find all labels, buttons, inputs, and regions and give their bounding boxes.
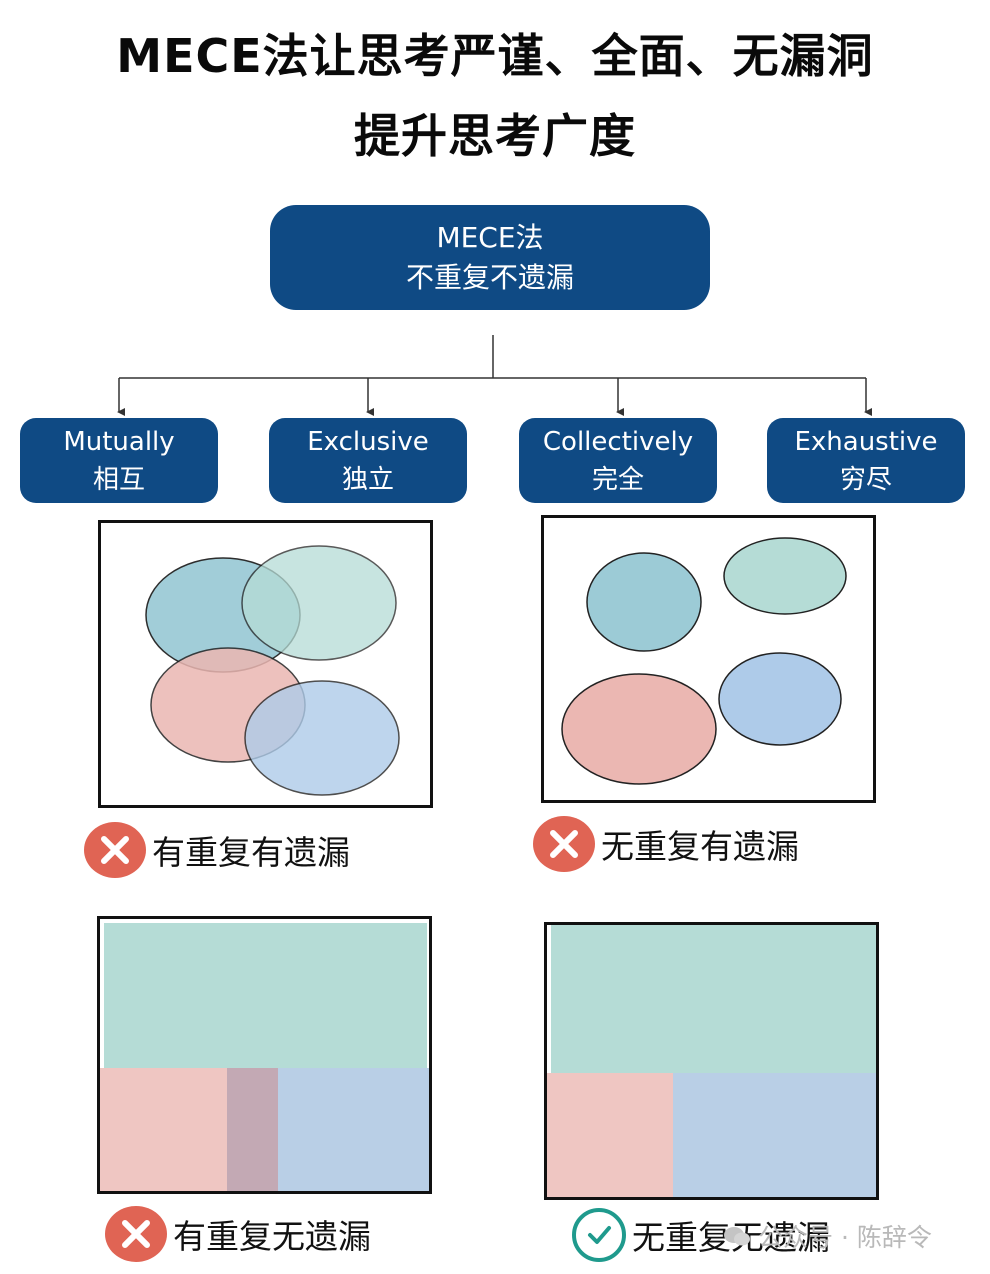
category-zh: 相互 (92, 464, 145, 495)
rect-mint (551, 925, 876, 1073)
category-zh: 穷尽 (839, 464, 892, 495)
page-subtitle: 提升思考广度 (354, 109, 636, 163)
mece-root-box: MECE法 不重复不遗漏 (270, 205, 710, 310)
ellipse-mint (723, 537, 847, 615)
separate-gap-diagram (561, 537, 847, 785)
category-en: Exhaustive (794, 426, 938, 457)
ellipse-teal (586, 552, 702, 652)
root-title: MECE法 (436, 220, 544, 254)
category-en: Mutually (63, 426, 175, 457)
category-exclusive: Exclusive 独立 (269, 418, 467, 503)
ellipse-pink (561, 673, 717, 785)
root-subtitle: 不重复不遗漏 (405, 260, 574, 294)
rect-blue (673, 1073, 876, 1197)
verdict-1: 有重复有遗漏 (84, 822, 350, 878)
category-zh: 独立 (341, 464, 394, 495)
category-zh: 完全 (591, 464, 644, 495)
cross-icon (84, 822, 146, 878)
cross-icon (533, 816, 595, 872)
ellipse-blue (718, 652, 842, 746)
wechat-icon (724, 1227, 750, 1246)
category-exhaustive: Exhaustive 穷尽 (767, 418, 965, 503)
example-overlap-nogap-panel (97, 916, 432, 1194)
example-overlap-gap-panel (98, 520, 433, 808)
cross-icon (105, 1206, 167, 1262)
example-mece-panel (544, 922, 879, 1200)
rect-overlap (227, 1068, 278, 1191)
check-icon (572, 1208, 626, 1262)
verdict-3: 有重复无遗漏 (105, 1206, 371, 1262)
verdict-2: 无重复有遗漏 (533, 816, 799, 872)
watermark: 公众号 · 陈辞令 (722, 1218, 932, 1254)
category-mutually: Mutually 相互 (20, 418, 218, 503)
overlap-gap-diagram (145, 545, 400, 796)
overlap-nogap-diagram (100, 923, 429, 1191)
verdict-label: 有重复有遗漏 (152, 833, 350, 872)
page-title: MECE法让思考严谨、全面、无漏洞 (116, 29, 874, 83)
category-en: Collectively (542, 426, 694, 457)
ellipse-blue (244, 680, 400, 796)
watermark-text: 公众号 · 陈辞令 (758, 1223, 932, 1252)
verdict-label: 无重复有遗漏 (601, 827, 799, 866)
example-separate-gap-panel (541, 515, 876, 803)
rect-pink (547, 1073, 673, 1197)
rect-mint (104, 923, 427, 1068)
mece-diagram (547, 925, 876, 1197)
verdict-label: 有重复无遗漏 (173, 1217, 371, 1256)
category-collectively: Collectively 完全 (519, 418, 717, 503)
category-en: Exclusive (307, 426, 429, 457)
tree-connectors (117, 335, 872, 416)
ellipse-mint (241, 545, 397, 661)
